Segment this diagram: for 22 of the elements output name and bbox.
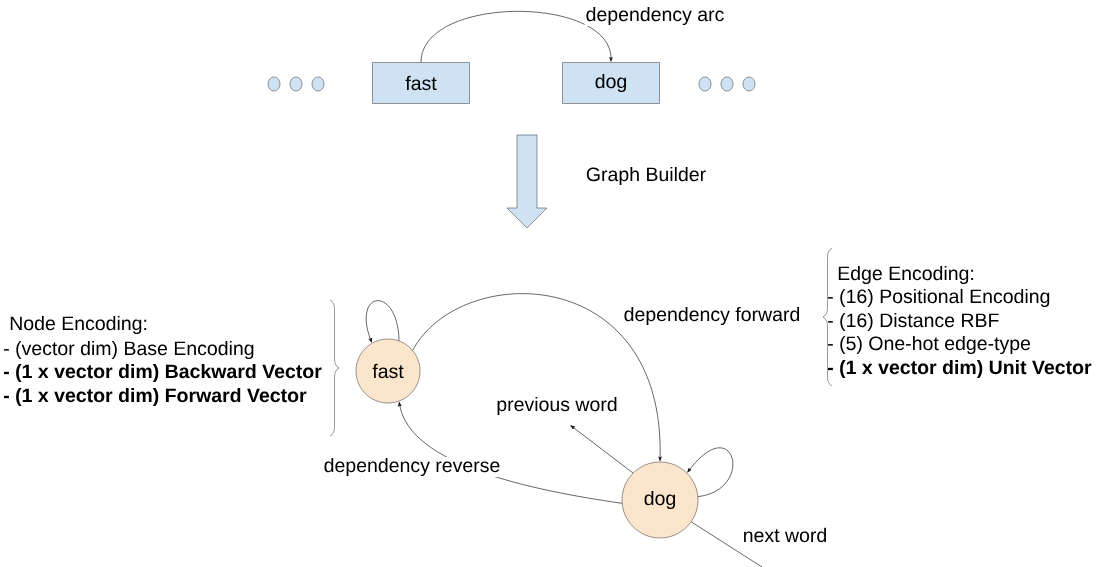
text-line: Edge Encoding: [838,265,974,285]
edge-label: dependency arc [584,5,726,27]
text-line: - (16) Positional Encoding [828,288,1050,308]
text-line: - (1 x vector dim) Unit Vector [827,359,1092,379]
edge-label: next word [741,526,829,544]
text-line: - (1 x vector dim) Backward Vector [4,363,322,383]
text-line: Node Encoding: [10,315,147,335]
arrow [420,11,613,63]
text-line: Graph Builder [586,166,706,186]
word-box: dog [562,62,660,104]
edge-label: dependency reverse [322,456,502,478]
text-line: - (1 x vector dim) Forward Vector [4,387,307,407]
arrow [365,300,400,343]
edge-label: previous word [495,395,619,417]
word-box: fast [372,62,470,104]
arrow [570,425,634,474]
text-line: - (5) One-hot edge-type [828,335,1031,355]
edge-label: dependency forward [622,305,802,327]
arrow [687,447,734,497]
text-line: - (16) Distance RBF [828,312,999,332]
text-line: - (vector dim) Base Encoding [4,340,254,360]
arrow [412,293,662,462]
